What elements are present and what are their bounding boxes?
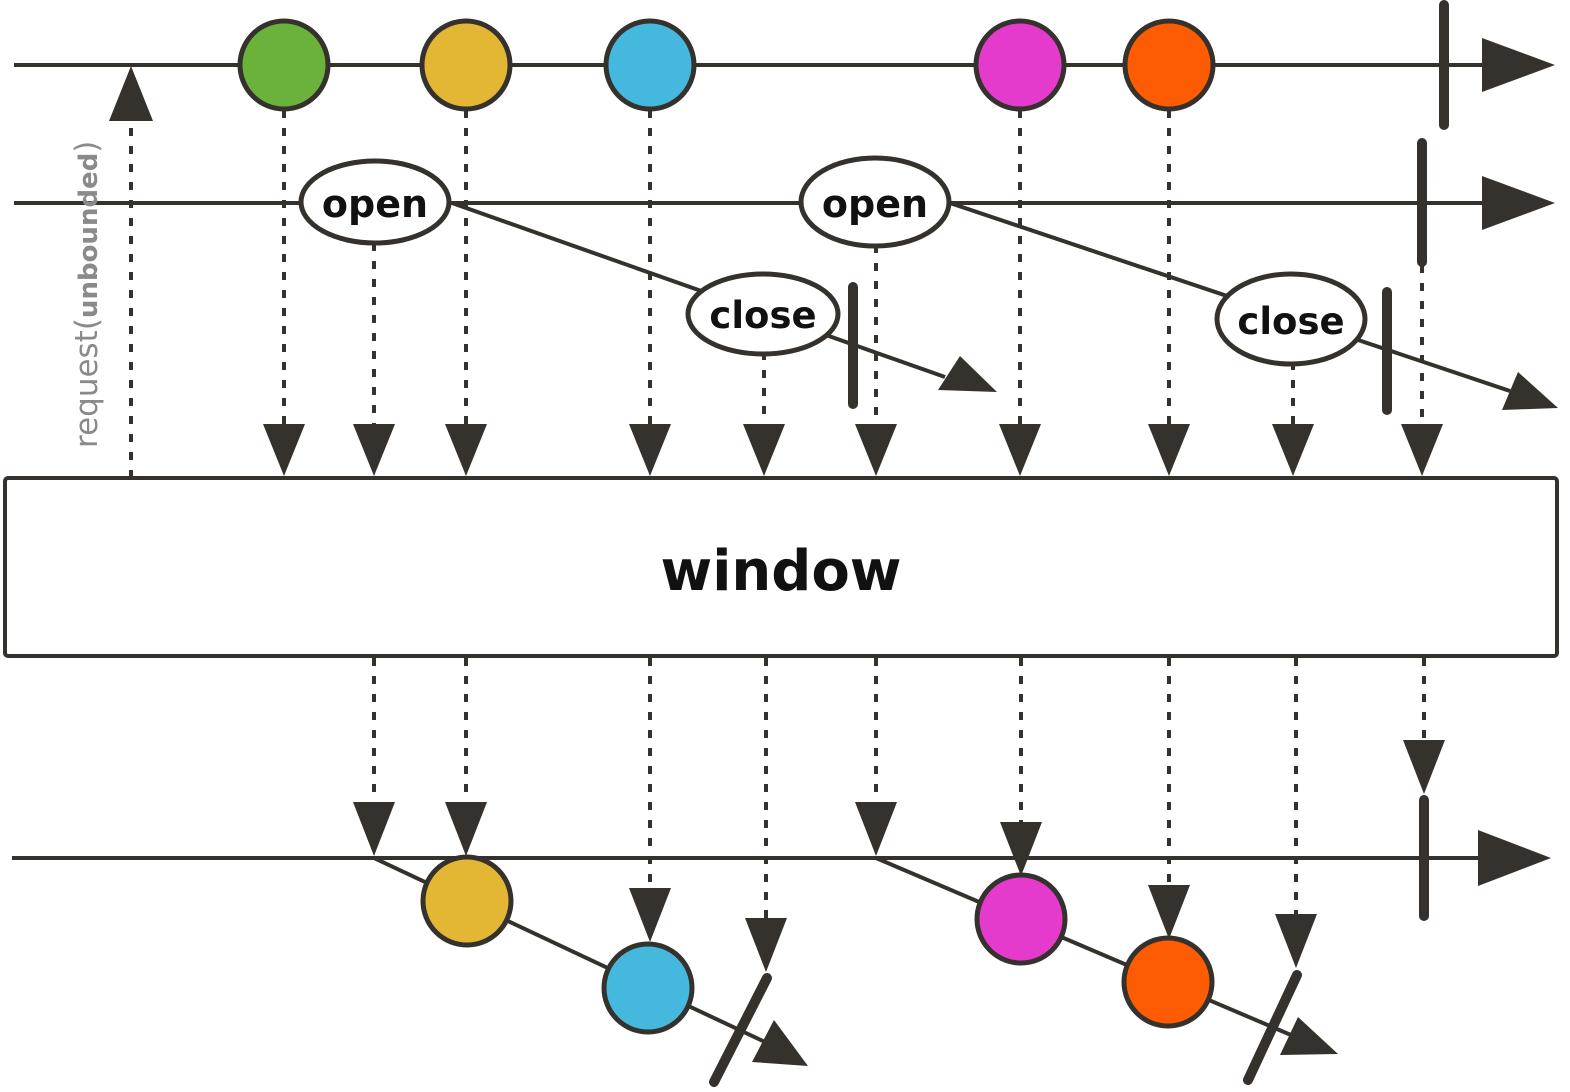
- close-timeline-1: [451, 201, 997, 409]
- arrowheads-into-operator: [263, 424, 1443, 476]
- output-timeline: [12, 795, 1551, 921]
- request-arrow: [109, 66, 153, 478]
- operator-label: window: [660, 539, 901, 604]
- operator-box: window: [3, 476, 1559, 658]
- marble-magenta: [973, 18, 1067, 112]
- svg-text:open: open: [322, 182, 428, 226]
- window-timeline-1: [373, 854, 808, 1087]
- source-marbles: [237, 18, 1216, 112]
- close-signal-2: close: [1214, 271, 1368, 367]
- open-signal-1: open: [298, 158, 452, 246]
- marble-orange: [1122, 18, 1216, 112]
- request-label: request(unbounded): [69, 141, 105, 448]
- window-1-marble-blue: [601, 941, 695, 1035]
- svg-text:open: open: [822, 182, 928, 226]
- open-signal-2: open: [798, 155, 952, 249]
- arrowheads-to-output: [353, 740, 1445, 972]
- window-2-marble-magenta: [974, 872, 1068, 966]
- svg-text:close: close: [709, 294, 816, 337]
- window-2-marble-orange: [1121, 935, 1215, 1029]
- marble-blue: [603, 18, 697, 112]
- window-1-marble-yellow: [420, 854, 514, 948]
- window-1-complete-marker: [709, 973, 772, 1087]
- svg-text:close: close: [1237, 300, 1344, 343]
- dotted-projections-bottom: [372, 658, 1426, 920]
- boundary-timeline: [14, 138, 1555, 267]
- marble-yellow: [419, 18, 513, 112]
- close-signal-1: close: [685, 271, 841, 357]
- marble-green: [237, 18, 331, 112]
- dotted-projections-top: [282, 110, 1424, 428]
- window-2-complete-marker: [1243, 970, 1302, 1085]
- window-timeline-2: [875, 856, 1338, 1085]
